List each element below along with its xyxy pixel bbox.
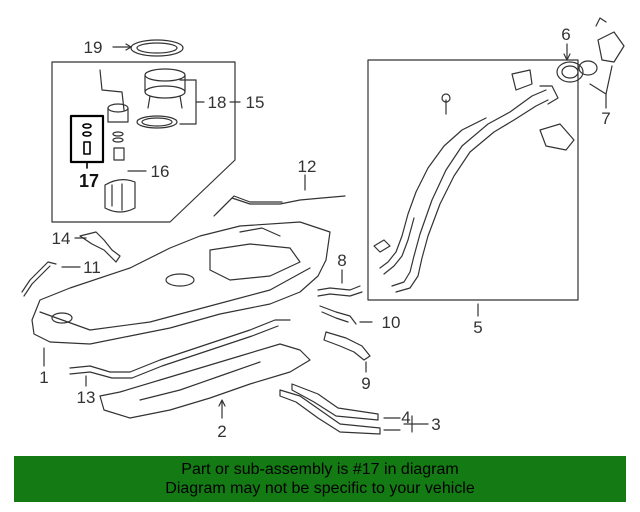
filler-pipe-part: [373, 69, 575, 293]
hose-9-part: [323, 331, 371, 361]
part-17-filter: [82, 123, 92, 155]
callout-12: 12: [298, 157, 317, 176]
info-banner: Part or sub-assembly is #17 in diagram D…: [14, 456, 626, 502]
sensor-bracket-part: [79, 231, 121, 263]
filler-cap-ring-part: [556, 61, 584, 83]
tank-protector-part: [99, 343, 311, 419]
hose-11-part: [21, 261, 57, 293]
callout-19: 19: [84, 38, 103, 57]
callout-7: 7: [601, 109, 610, 128]
callout-16: 16: [151, 162, 170, 181]
gasket-part: [136, 115, 178, 129]
callout-10: 10: [382, 313, 401, 332]
callout-15: 15: [246, 93, 265, 112]
callout-1: 1: [39, 368, 48, 387]
callout-2: 2: [217, 422, 226, 441]
callout-14: 14: [52, 229, 71, 248]
callout-4: 4: [401, 408, 410, 427]
callout-5: 5: [473, 318, 482, 337]
pump-module-part: [99, 68, 186, 213]
callout-18: 18: [208, 93, 227, 112]
callout-13: 13: [77, 388, 96, 407]
callout-8: 8: [337, 251, 346, 270]
callout-9: 9: [361, 374, 370, 393]
fuel-cap-part: [578, 17, 625, 76]
fuel-line-part: [69, 319, 291, 373]
tank-strap-part-2: [291, 383, 379, 421]
callout-6: 6: [561, 25, 570, 44]
tank-strap-part: [279, 389, 381, 435]
fuel-tank-part: [31, 221, 331, 345]
filler-neck-inset: [367, 59, 579, 301]
hose-8-part: [317, 285, 361, 291]
vent-tube-part: [213, 195, 346, 217]
callout-3: 3: [431, 415, 440, 434]
hose-10-part: [319, 305, 357, 325]
banner-line-2: Diagram may not be specific to your vehi…: [165, 480, 475, 497]
banner-line-1: Part or sub-assembly is #17 in diagram: [181, 461, 459, 478]
part-17-highlight-box: [69, 114, 105, 164]
callout-17: 17: [79, 171, 99, 191]
lock-ring-part: [130, 39, 184, 57]
pump-module-inset: [51, 61, 236, 223]
callout-11: 11: [83, 258, 101, 277]
